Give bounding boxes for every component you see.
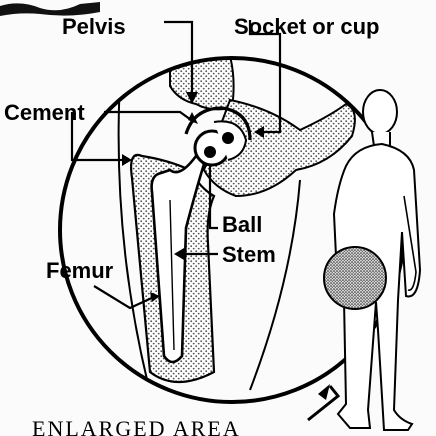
socket-mark (222, 132, 234, 144)
label-stem: Stem (222, 242, 276, 267)
label-femur: Femur (46, 258, 114, 283)
label-enlarged-area: ENLARGED AREA (32, 416, 241, 436)
pelvis-bone (170, 56, 234, 109)
ball-center-mark (204, 146, 216, 158)
label-cement: Cement (4, 100, 85, 125)
cement-leader-1 (104, 112, 194, 122)
label-socket-or-cup: Socket or cup (234, 14, 379, 39)
label-ball: Ball (222, 212, 262, 237)
label-pelvis: Pelvis (62, 14, 126, 39)
enlarged-area-marker (324, 247, 386, 309)
